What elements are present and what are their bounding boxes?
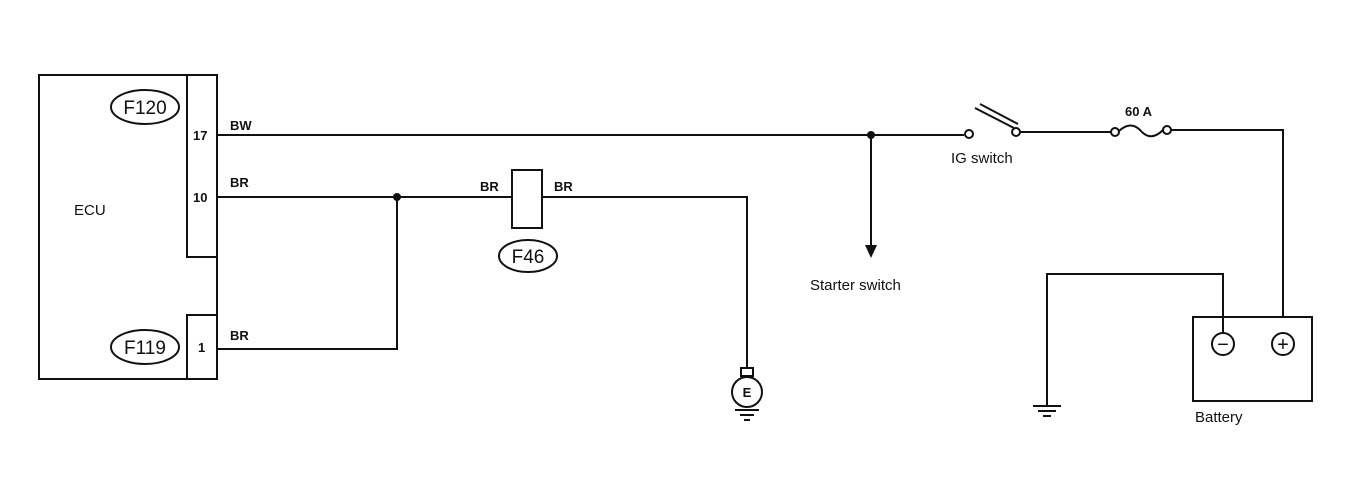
fuse-element (1118, 124, 1164, 138)
connector-f119-oval (110, 329, 180, 365)
pin-10-label: 10 (193, 190, 207, 205)
ecu-label: ECU (74, 202, 106, 219)
battery-neg-sign: − (1217, 334, 1229, 356)
ground-e-symbol-icon (735, 409, 759, 421)
wire-pin1-color: BR (230, 328, 249, 343)
wire-pin17-color: BW (230, 118, 252, 133)
battery-label: Battery (1195, 409, 1243, 426)
starter-arrow-icon (865, 245, 877, 258)
battery-box (1192, 316, 1313, 402)
ig-switch-lever (974, 107, 1015, 129)
battery-pos-terminal (1271, 332, 1295, 356)
f46-oval (498, 239, 558, 273)
pin-1-label: 1 (198, 340, 205, 355)
wire-f46-in-color: BR (480, 179, 499, 194)
f46-connector-block (511, 169, 543, 229)
fuse-label: 60 A (1125, 104, 1153, 119)
f46-label: F46 (512, 247, 545, 268)
connector-f119-block (186, 314, 218, 380)
wire-pin1 (217, 197, 398, 350)
fuse-terminal-left (1110, 127, 1120, 137)
wire-f46-to-ground (542, 196, 748, 368)
connector-f119-label: F119 (124, 338, 166, 359)
wire-battery-neg-ground (1046, 273, 1224, 406)
ig-switch-lever-edge (979, 103, 1019, 125)
ig-switch-label: IG switch (951, 150, 1013, 167)
connector-f120-label: F120 (123, 98, 166, 119)
connector-f120-oval (110, 89, 180, 125)
ig-switch-contact-left (964, 129, 974, 139)
ground-symbol-icon (1033, 405, 1061, 417)
starter-switch-label: Starter switch (810, 277, 901, 294)
ig-switch-contact-right (1011, 127, 1021, 137)
pin-17-label: 17 (193, 128, 207, 143)
fuse-terminal-right (1162, 125, 1172, 135)
wire-fuse-to-battery (1171, 129, 1284, 338)
connector-f120-block (186, 74, 218, 258)
wire-f46-out-color: BR (554, 179, 573, 194)
battery-pos-sign: + (1277, 334, 1289, 356)
wire-pin10-color: BR (230, 175, 249, 190)
ground-e-circle (731, 376, 763, 408)
ground-e-label: E (743, 385, 752, 400)
ground-e-cap (740, 367, 754, 377)
